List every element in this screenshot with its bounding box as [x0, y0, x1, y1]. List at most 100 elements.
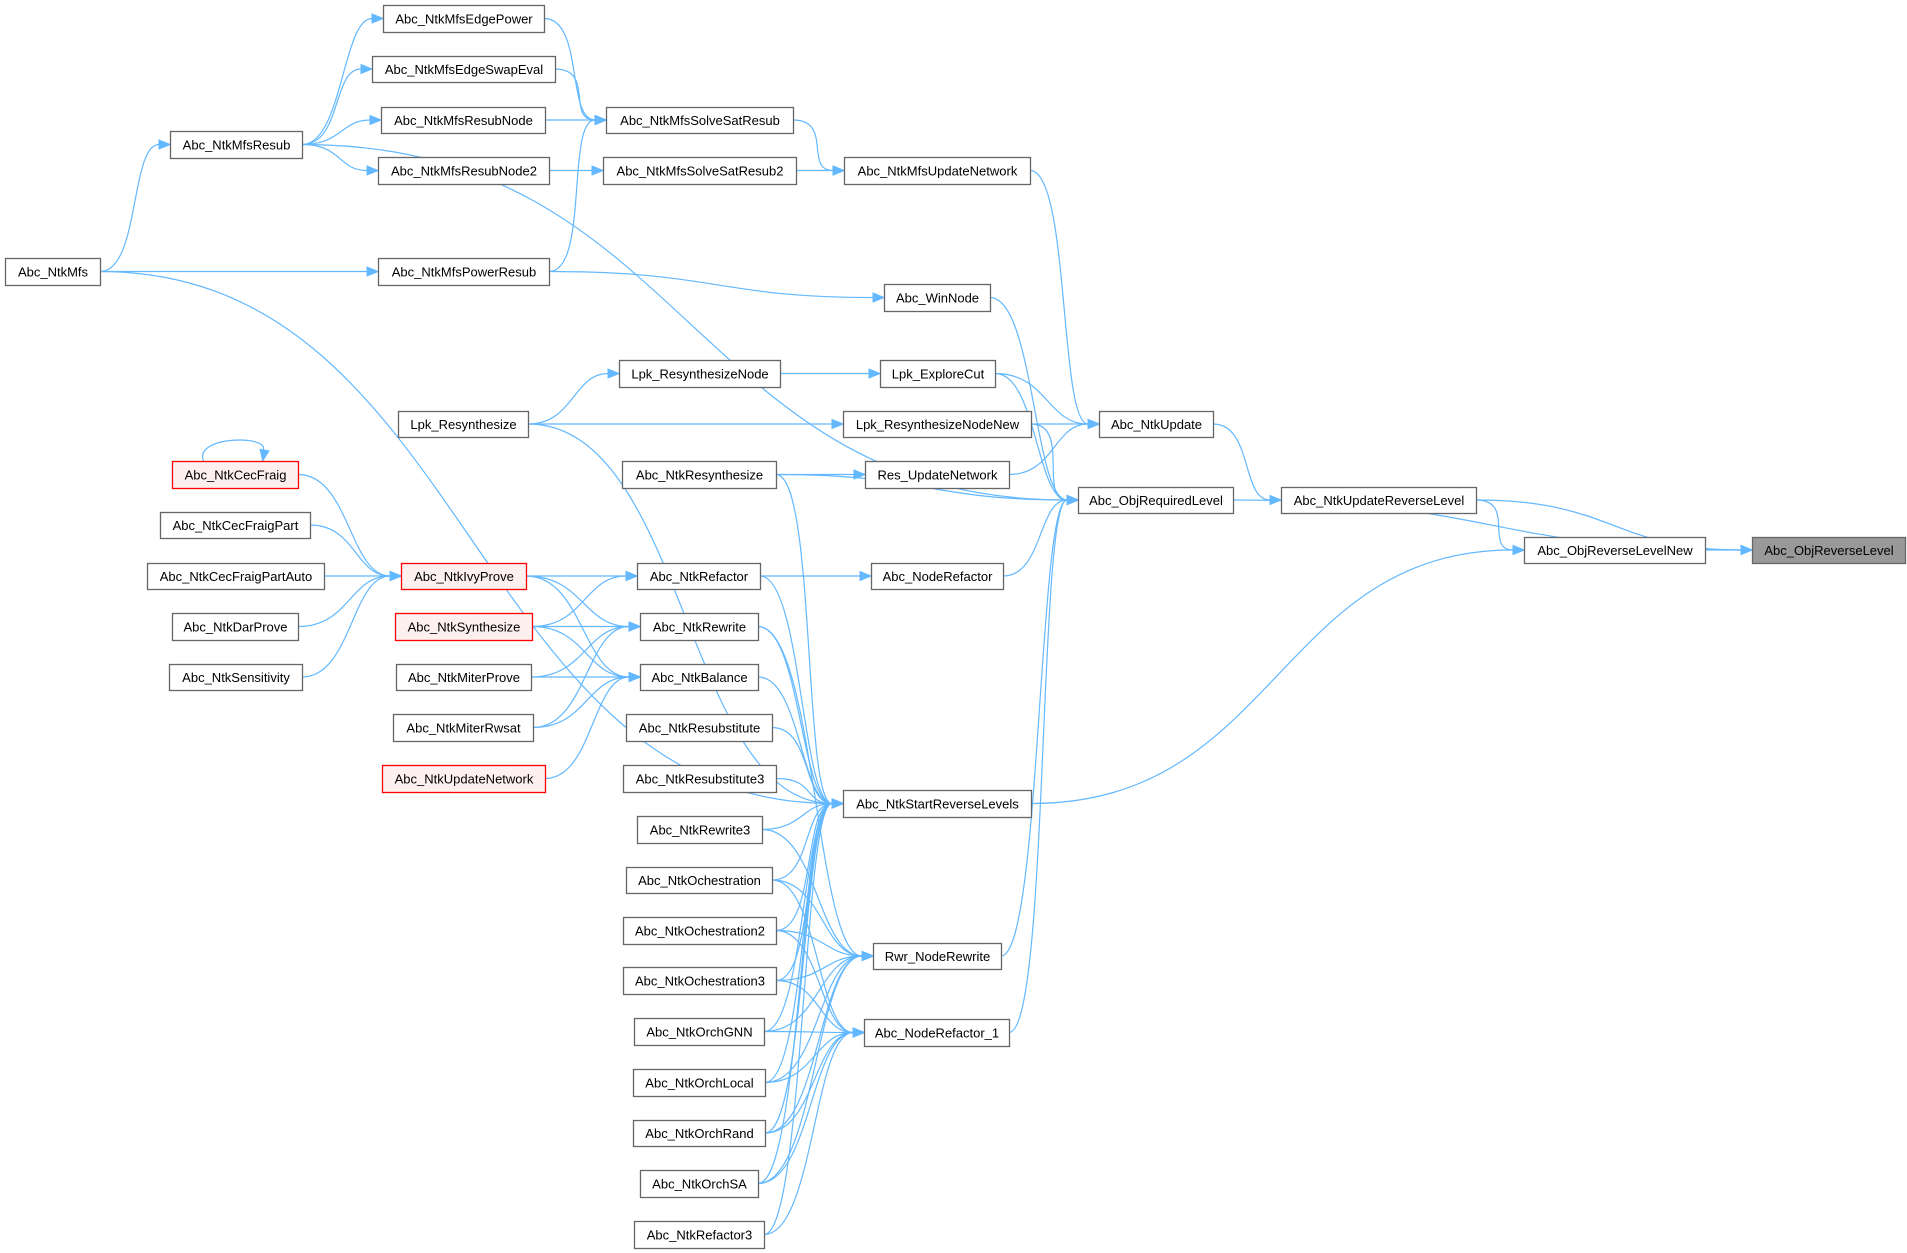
- node-box[interactable]: [879, 359, 997, 389]
- node-res-updatenetwork[interactable]: Res_UpdateNetwork: [864, 460, 1011, 490]
- node-box[interactable]: [169, 130, 304, 160]
- node-box[interactable]: [863, 1018, 1011, 1048]
- node-box[interactable]: [622, 966, 778, 996]
- node-box[interactable]: [625, 713, 774, 743]
- node-abc-ntkmiterprove[interactable]: Abc_NtkMiterProve: [395, 663, 533, 692]
- node-lpk-resynthesizenode[interactable]: Lpk_ResynthesizeNode: [618, 359, 782, 389]
- node-box[interactable]: [1523, 536, 1707, 565]
- node-box[interactable]: [639, 663, 760, 692]
- node-box[interactable]: [872, 942, 1003, 971]
- node-abc-objreverselevel[interactable]: Abc_ObjReverseLevel: [1751, 536, 1907, 565]
- node-abc-ntkmiterrwsat[interactable]: Abc_NtkMiterRwsat: [392, 713, 535, 743]
- node-abc-objreverselevelnew[interactable]: Abc_ObjReverseLevelNew: [1523, 536, 1707, 565]
- node-abc-noderefactor[interactable]: Abc_NodeRefactor: [870, 562, 1005, 591]
- node-box[interactable]: [382, 4, 546, 34]
- node-box[interactable]: [639, 612, 760, 642]
- node-abc-ntkrewrite[interactable]: Abc_NtkRewrite: [639, 612, 760, 642]
- node-box[interactable]: [171, 460, 300, 490]
- node-box[interactable]: [625, 866, 774, 895]
- node-box[interactable]: [146, 562, 326, 591]
- node-lpk-explorecut[interactable]: Lpk_ExploreCut: [879, 359, 997, 389]
- node-lpk-resynthesize[interactable]: Lpk_Resynthesize: [397, 410, 530, 439]
- node-box[interactable]: [842, 789, 1033, 819]
- node-abc-ntkcecfraig[interactable]: Abc_NtkCecFraig: [171, 460, 300, 490]
- node-abc-ntkmfsedgepower[interactable]: Abc_NtkMfsEdgePower: [382, 4, 546, 34]
- node-abc-ntkupdate[interactable]: Abc_NtkUpdate: [1098, 410, 1215, 439]
- node-box[interactable]: [636, 815, 764, 845]
- node-abc-ntkresubstitute3[interactable]: Abc_NtkResubstitute3: [622, 764, 778, 794]
- node-abc-winnode[interactable]: Abc_WinNode: [883, 283, 992, 313]
- node-box[interactable]: [605, 106, 795, 135]
- node-box[interactable]: [636, 562, 762, 591]
- node-box[interactable]: [377, 257, 551, 287]
- node-box[interactable]: [883, 283, 992, 313]
- node-box[interactable]: [381, 764, 547, 794]
- node-lpk-resynthesizenodenew[interactable]: Lpk_ResynthesizeNodeNew: [842, 410, 1033, 439]
- node-abc-ntkcecfraigpart[interactable]: Abc_NtkCecFraigPart: [159, 511, 312, 540]
- node-abc-ntksynthesize[interactable]: Abc_NtkSynthesize: [394, 612, 534, 642]
- node-box[interactable]: [632, 1119, 767, 1148]
- node-box[interactable]: [395, 663, 533, 692]
- node-abc-noderefactor-1[interactable]: Abc_NodeRefactor_1: [863, 1018, 1011, 1048]
- node-box[interactable]: [639, 1169, 760, 1199]
- node-abc-ntkochestration3[interactable]: Abc_NtkOchestration3: [622, 966, 778, 996]
- node-box[interactable]: [622, 764, 778, 794]
- node-box[interactable]: [864, 460, 1011, 490]
- node-box[interactable]: [632, 1068, 767, 1098]
- node-box[interactable]: [1751, 536, 1907, 565]
- node-abc-ntkmfsresubnode2[interactable]: Abc_NtkMfsResubNode2: [377, 156, 551, 186]
- node-abc-ntkupdatenetwork[interactable]: Abc_NtkUpdateNetwork: [381, 764, 547, 794]
- node-abc-ntkochestration2[interactable]: Abc_NtkOchestration2: [622, 916, 778, 946]
- node-box[interactable]: [621, 460, 778, 490]
- node-box[interactable]: [377, 156, 551, 186]
- node-abc-ntkorchrand[interactable]: Abc_NtkOrchRand: [632, 1119, 767, 1148]
- node-abc-ntkdarprove[interactable]: Abc_NtkDarProve: [171, 612, 300, 642]
- node-box[interactable]: [633, 1220, 766, 1250]
- node-abc-ntkbalance[interactable]: Abc_NtkBalance: [639, 663, 760, 692]
- node-abc-ntkmfsedgeswapeval[interactable]: Abc_NtkMfsEdgeSwapEval: [371, 55, 557, 84]
- node-abc-ntkrewrite3[interactable]: Abc_NtkRewrite3: [636, 815, 764, 845]
- node-abc-ntkochestration[interactable]: Abc_NtkOchestration: [625, 866, 774, 895]
- node-box[interactable]: [843, 156, 1032, 186]
- node-box[interactable]: [1077, 486, 1235, 515]
- node-abc-ntkorchsa[interactable]: Abc_NtkOrchSA: [639, 1169, 760, 1199]
- node-abc-ntkrefactor[interactable]: Abc_NtkRefactor: [636, 562, 762, 591]
- node-box[interactable]: [394, 612, 534, 642]
- node-box[interactable]: [159, 511, 312, 540]
- node-box[interactable]: [392, 713, 535, 743]
- node-box[interactable]: [842, 410, 1033, 439]
- node-abc-ntkstartreverselevels[interactable]: Abc_NtkStartReverseLevels: [842, 789, 1033, 819]
- node-abc-ntkmfsupdatenetwork[interactable]: Abc_NtkMfsUpdateNetwork: [843, 156, 1032, 186]
- node-abc-ntksensitivity[interactable]: Abc_NtkSensitivity: [168, 663, 304, 692]
- node-box[interactable]: [168, 663, 304, 692]
- node-abc-ntkresynthesize[interactable]: Abc_NtkResynthesize: [621, 460, 778, 490]
- node-box[interactable]: [1098, 410, 1215, 439]
- node-abc-ntkresubstitute[interactable]: Abc_NtkResubstitute: [625, 713, 774, 743]
- node-abc-ntkmfspowerresub[interactable]: Abc_NtkMfsPowerResub: [377, 257, 551, 287]
- node-abc-ntkorchlocal[interactable]: Abc_NtkOrchLocal: [632, 1068, 767, 1098]
- node-abc-ntkrefactor3[interactable]: Abc_NtkRefactor3: [633, 1220, 766, 1250]
- node-box[interactable]: [4, 257, 102, 287]
- node-box[interactable]: [622, 916, 778, 946]
- node-abc-ntkmfsresub[interactable]: Abc_NtkMfsResub: [169, 130, 304, 160]
- node-abc-ntkivyprove[interactable]: Abc_NtkIvyProve: [400, 562, 528, 591]
- node-box[interactable]: [380, 106, 547, 135]
- node-abc-ntkorchgnn[interactable]: Abc_NtkOrchGNN: [633, 1017, 766, 1047]
- node-box[interactable]: [400, 562, 528, 591]
- node-rwr-noderewrite[interactable]: Rwr_NodeRewrite: [872, 942, 1003, 971]
- node-abc-ntkmfssolvesatresub2[interactable]: Abc_NtkMfsSolveSatResub2: [602, 156, 798, 186]
- node-box[interactable]: [1280, 486, 1478, 515]
- node-abc-ntkmfsresubnode[interactable]: Abc_NtkMfsResubNode: [380, 106, 547, 135]
- node-box[interactable]: [870, 562, 1005, 591]
- node-box[interactable]: [633, 1017, 766, 1047]
- node-box[interactable]: [618, 359, 782, 389]
- node-box[interactable]: [371, 55, 557, 84]
- node-box[interactable]: [171, 612, 300, 642]
- node-abc-ntkmfssolvesatresub[interactable]: Abc_NtkMfsSolveSatResub: [605, 106, 795, 135]
- node-abc-ntkmfs[interactable]: Abc_NtkMfs: [4, 257, 102, 287]
- node-box[interactable]: [602, 156, 798, 186]
- node-abc-ntkupdatereverselevel[interactable]: Abc_NtkUpdateReverseLevel: [1280, 486, 1478, 515]
- node-box[interactable]: [397, 410, 530, 439]
- node-abc-ntkcecfraigpartauto[interactable]: Abc_NtkCecFraigPartAuto: [146, 562, 326, 591]
- node-abc-objrequiredlevel[interactable]: Abc_ObjRequiredLevel: [1077, 486, 1235, 515]
